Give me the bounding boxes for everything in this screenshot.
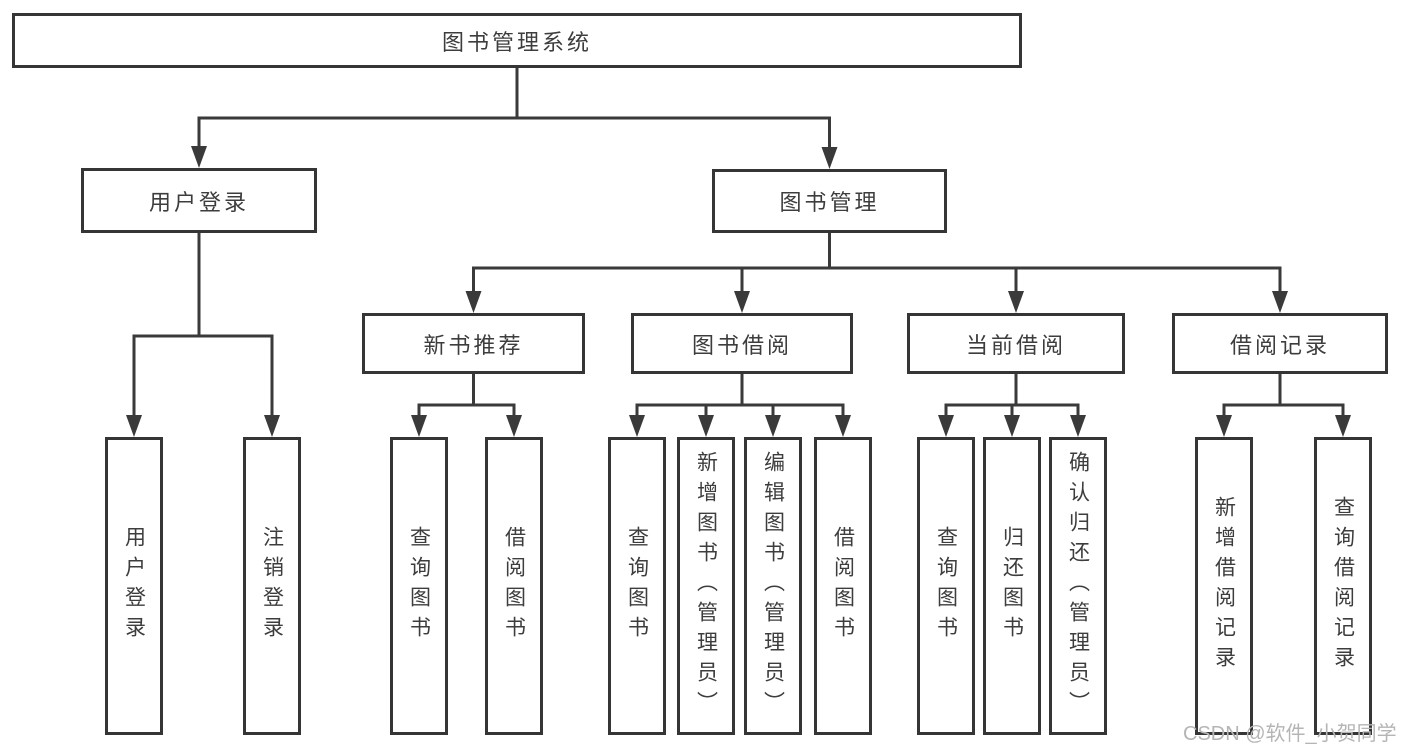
- node-nr-borrow: 借阅图书: [485, 437, 543, 735]
- node-cb-confirm: 确认归还（管理员）: [1049, 437, 1107, 735]
- node-label-bb-borrow: 借阅图书: [831, 526, 855, 646]
- node-label-new-rec: 新书推荐: [423, 332, 524, 358]
- node-records: 借阅记录: [1172, 313, 1388, 374]
- node-label-cb-query: 查询图书: [934, 526, 958, 646]
- node-login: 用户登录: [81, 168, 317, 233]
- node-label-current: 当前借阅: [965, 332, 1066, 358]
- node-root: 图书管理系统: [12, 13, 1022, 68]
- node-label-mgmt: 图书管理: [779, 190, 880, 215]
- node-label-br-add: 新增借阅记录: [1212, 496, 1236, 676]
- node-label-cb-return: 归还图书: [1000, 526, 1024, 646]
- node-logout: 注销登录: [243, 437, 301, 735]
- node-label-br-query: 查询借阅记录: [1331, 496, 1355, 676]
- node-cb-return: 归还图书: [983, 437, 1041, 735]
- node-label-root: 图书管理系统: [441, 29, 592, 55]
- node-mgmt: 图书管理: [712, 169, 947, 233]
- node-label-cb-confirm: 确认归还（管理员）: [1066, 451, 1090, 721]
- node-label-user-login: 用户登录: [122, 526, 146, 646]
- node-label-nr-query: 查询图书: [407, 526, 431, 646]
- node-br-add: 新增借阅记录: [1195, 437, 1253, 735]
- node-user-login: 用户登录: [105, 437, 163, 735]
- node-bb-borrow: 借阅图书: [814, 437, 872, 735]
- node-borrow: 图书借阅: [631, 313, 853, 374]
- node-label-records: 借阅记录: [1229, 332, 1330, 358]
- node-cb-query: 查询图书: [917, 437, 975, 735]
- node-label-login: 用户登录: [148, 189, 249, 215]
- node-label-bb-query: 查询图书: [625, 526, 649, 646]
- node-bb-query: 查询图书: [608, 437, 666, 735]
- node-br-query: 查询借阅记录: [1314, 437, 1372, 735]
- node-label-borrow: 图书借阅: [691, 332, 792, 358]
- node-label-nr-borrow: 借阅图书: [502, 526, 526, 646]
- node-current: 当前借阅: [907, 313, 1125, 374]
- node-nr-query: 查询图书: [390, 437, 448, 735]
- watermark: CSDN @软件_小贺同学: [1183, 723, 1397, 745]
- node-label-bb-add: 新增图书（管理员）: [694, 451, 718, 721]
- node-label-bb-edit: 编辑图书（管理员）: [761, 451, 785, 721]
- node-label-logout: 注销登录: [260, 526, 284, 646]
- node-bb-edit: 编辑图书（管理员）: [744, 437, 802, 735]
- node-bb-add: 新增图书（管理员）: [677, 437, 735, 735]
- node-new-rec: 新书推荐: [362, 313, 585, 374]
